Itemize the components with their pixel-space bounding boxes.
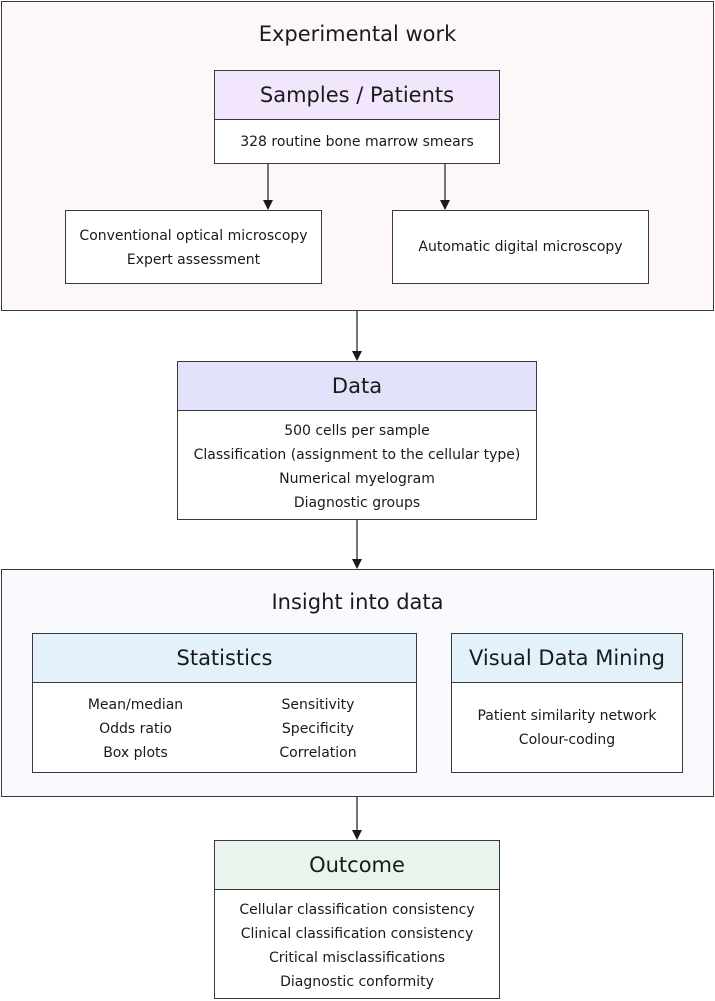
statistics-item: Specificity xyxy=(281,721,355,737)
data-line: Numerical myelogram xyxy=(279,471,435,487)
data-line: Classification (assignment to the cellul… xyxy=(193,447,521,463)
outcome-box: Outcome Cellular classification consiste… xyxy=(214,840,500,999)
data-body: 500 cells per sample Classification (ass… xyxy=(178,411,536,515)
data-line: 500 cells per sample xyxy=(284,423,430,439)
experimental-work-title: Experimental work xyxy=(258,22,457,46)
data-header: Data xyxy=(178,362,536,411)
outcome-line: Diagnostic conformity xyxy=(280,974,434,990)
conventional-microscopy-box: Conventional optical microscopy Expert a… xyxy=(65,210,322,284)
samples-body: 328 routine bone marrow smears xyxy=(215,120,499,154)
statistics-item: Box plots xyxy=(103,745,168,761)
outcome-title: Outcome xyxy=(309,853,405,877)
samples-header: Samples / Patients xyxy=(215,71,499,120)
vdm-line: Patient similarity network xyxy=(477,708,657,724)
outcome-line: Critical misclassifications xyxy=(268,950,446,966)
samples-title: Samples / Patients xyxy=(259,83,455,107)
automatic-line: Automatic digital microscopy xyxy=(418,239,623,255)
data-title: Data xyxy=(331,374,383,398)
automatic-microscopy-box: Automatic digital microscopy xyxy=(392,210,649,284)
samples-line: 328 routine bone marrow smears xyxy=(240,134,474,150)
data-box: Data 500 cells per sample Classification… xyxy=(177,361,537,520)
vdm-line: Colour-coding xyxy=(518,732,616,748)
data-line: Diagnostic groups xyxy=(293,495,421,511)
statistics-item: Odds ratio xyxy=(99,721,172,737)
conventional-line-1: Conventional optical microscopy xyxy=(79,228,308,244)
outcome-header: Outcome xyxy=(215,841,499,890)
outcome-body: Cellular classification consistency Clin… xyxy=(215,890,499,994)
statistics-left-column: Mean/median Odds ratio Box plots xyxy=(63,693,208,765)
statistics-box: Statistics Mean/median Odds ratio Box pl… xyxy=(32,633,417,773)
statistics-body: Mean/median Odds ratio Box plots Sensiti… xyxy=(33,683,416,773)
statistics-item: Sensitivity xyxy=(281,697,355,713)
samples-box: Samples / Patients 328 routine bone marr… xyxy=(214,70,500,164)
statistics-right-column: Sensitivity Specificity Correlation xyxy=(243,693,393,765)
insight-title: Insight into data xyxy=(271,590,444,614)
vdm-body: Patient similarity network Colour-coding xyxy=(452,683,682,752)
outcome-line: Cellular classification consistency xyxy=(239,902,475,918)
conventional-line-2: Expert assessment xyxy=(126,252,261,268)
statistics-header: Statistics xyxy=(33,634,416,683)
vdm-header: Visual Data Mining xyxy=(452,634,682,683)
statistics-item: Mean/median xyxy=(87,697,184,713)
vdm-title: Visual Data Mining xyxy=(469,646,665,670)
statistics-title: Statistics xyxy=(176,646,273,670)
visual-data-mining-box: Visual Data Mining Patient similarity ne… xyxy=(451,633,683,773)
statistics-item: Correlation xyxy=(279,745,357,761)
outcome-line: Clinical classification consistency xyxy=(240,926,474,942)
